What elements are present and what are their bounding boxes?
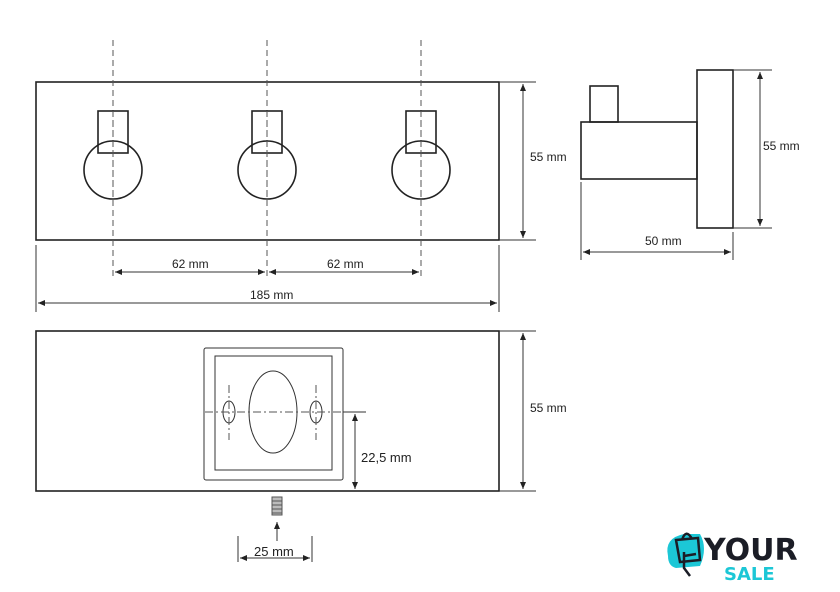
back-height-label: 55 mm — [530, 401, 567, 415]
side-plate — [696, 69, 734, 229]
width-label: 185 mm — [250, 288, 293, 302]
spacing-right-label: 62 mm — [327, 257, 364, 271]
side-height-label: 55 mm — [763, 139, 800, 153]
set-screw-icon — [271, 496, 283, 516]
mount-bracket-outer — [203, 347, 344, 481]
front-height-label: 55 mm — [530, 150, 567, 164]
back-view: 22,5 mm 55 mm 25 mm — [35, 330, 567, 562]
screw-offset-label: 25 mm — [254, 544, 294, 559]
logo-word-sale: SALE — [724, 564, 775, 585]
mount-bracket-inner — [214, 355, 333, 471]
shopping-bag-icon — [674, 532, 702, 577]
front-view: 55 mm 62 mm 62 mm 185 mm — [35, 40, 567, 312]
side-view: 55 mm 50 mm — [580, 69, 800, 260]
spacing-left-label: 62 mm — [172, 257, 209, 271]
side-depth-label: 50 mm — [645, 234, 682, 248]
hook-tip — [589, 85, 619, 123]
mount-height-label: 22,5 mm — [361, 450, 412, 465]
logo-word-your: YOUR — [703, 533, 798, 568]
hook-arm — [580, 121, 698, 180]
back-plate — [35, 330, 500, 492]
yoursale-logo: YOUR SALE — [667, 532, 798, 585]
